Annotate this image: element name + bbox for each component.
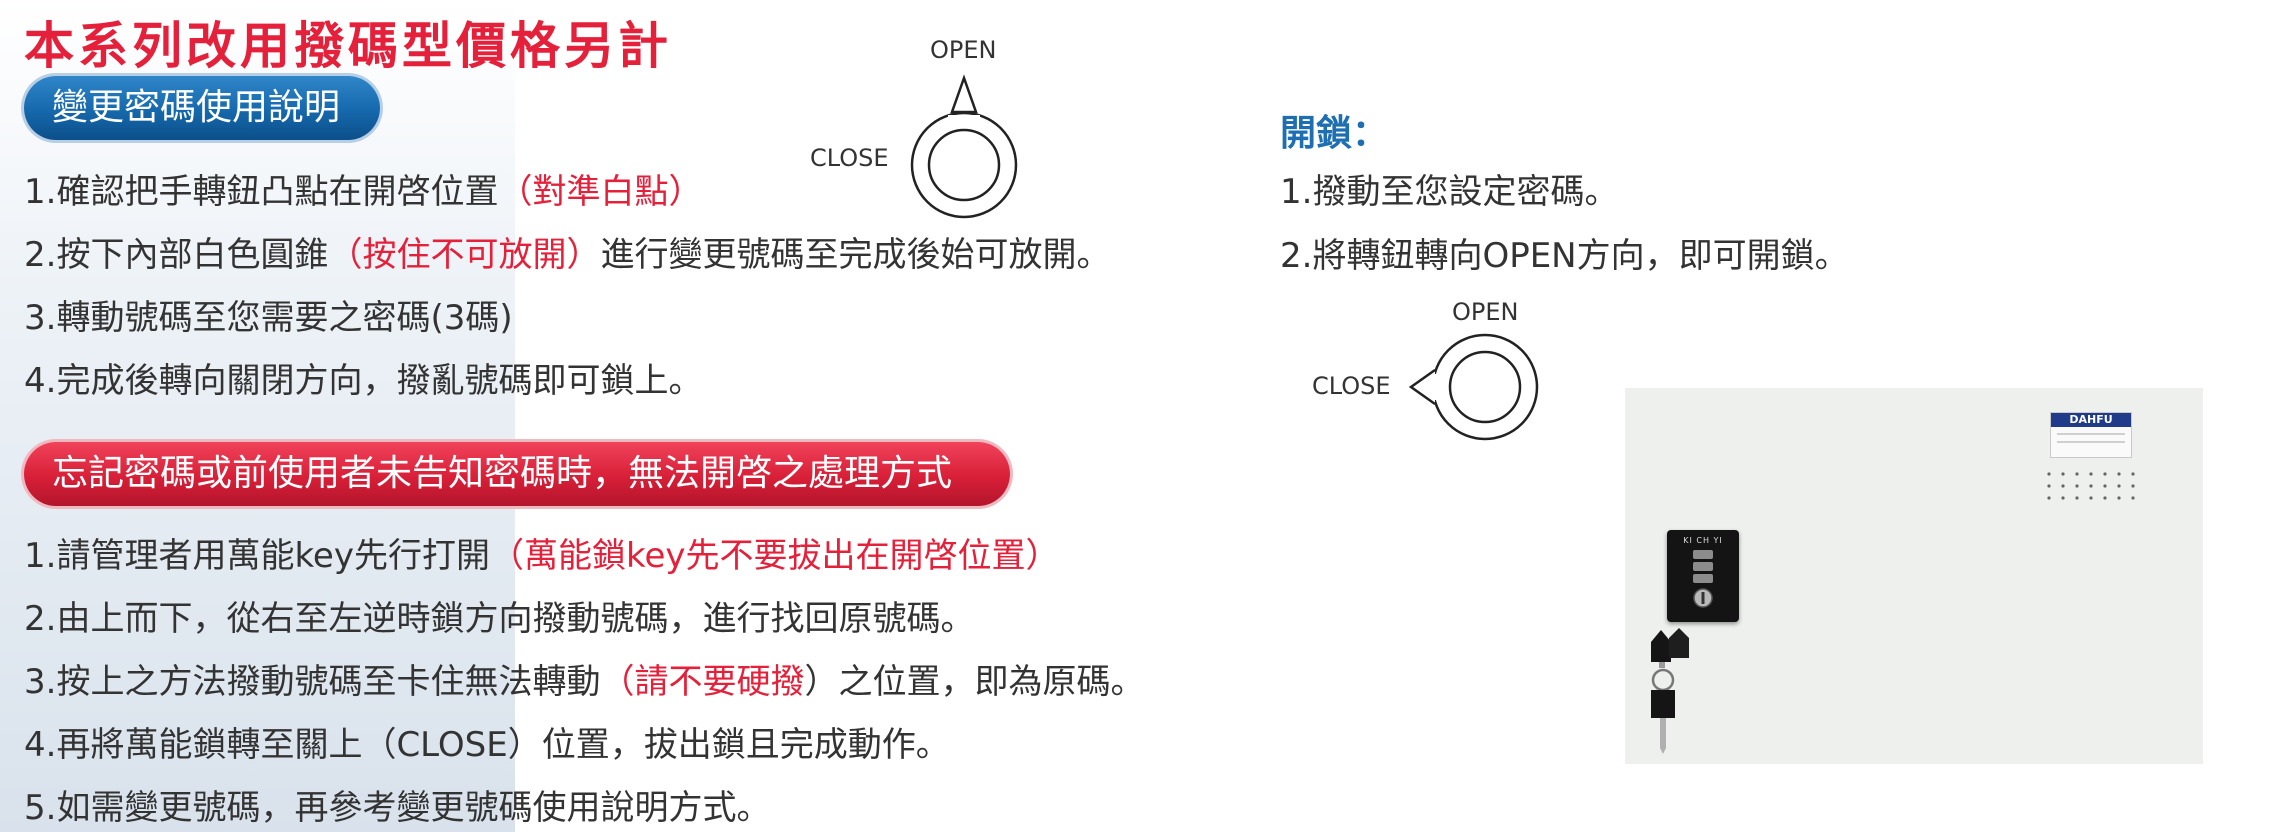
change-password-step-2-part-2: （按住不可放開） bbox=[328, 235, 601, 275]
forgot-password-step-1: 1.請管理者用萬能key先行打開（萬能鎖key先不要拔出在開啓位置） bbox=[24, 528, 1059, 577]
unlock-step-2: 2.將轉鈕轉向OPEN方向，即可開鎖。 bbox=[1280, 236, 1849, 276]
lock-brand-text: KI CH YI bbox=[1683, 536, 1723, 545]
change-password-step-1-part-1: 1.確認把手轉鈕凸點在開啓位置 bbox=[24, 172, 499, 212]
forgot-password-step-4: 4.再將萬能鎖轉至關上（CLOSE）位置，拔出鎖且完成動作。 bbox=[24, 717, 950, 766]
change-password-step-4: 4.完成後轉向關閉方向，撥亂號碼即可鎖上。 bbox=[24, 353, 702, 402]
change-password-step-2-part-1: 2.按下內部白色圓錐 bbox=[24, 235, 329, 275]
knob-top-inner-ring bbox=[927, 128, 1001, 202]
locker-photo: DAHFU KI CH YI bbox=[1625, 388, 2203, 764]
unlock-heading: 開鎖： bbox=[1280, 113, 1389, 154]
forgot-password-step-5-part-1: 5.如需變更號碼，再參考變更號碼使用說明方式。 bbox=[24, 788, 771, 828]
keys-icon bbox=[1651, 628, 1689, 754]
forgot-password-step-1-part-2: （萬能鎖key先不要拔出在開啓位置） bbox=[489, 536, 1060, 576]
forgot-password-step-2: 2.由上而下，從右至左逆時鎖方向撥動號碼，進行找回原號碼。 bbox=[24, 591, 974, 640]
knob-top-pointer bbox=[950, 74, 978, 114]
change-password-heading: 變更密碼使用說明 bbox=[24, 76, 380, 140]
forgot-password-step-3-part-3: ）之位置，即為原碼。 bbox=[804, 662, 1145, 702]
change-password-step-2: 2.按下內部白色圓錐（按住不可放開）進行變更號碼至完成後始可放開。 bbox=[24, 227, 1110, 276]
forgot-password-step-3-part-1: 3.按上之方法撥動號碼至卡住無法轉動 bbox=[24, 662, 601, 702]
change-password-step-3-part-1: 3.轉動號碼至您需要之密碼(3碼) bbox=[24, 298, 513, 338]
knob-top-open-label: OPEN bbox=[930, 36, 997, 64]
vent-holes bbox=[2047, 472, 2135, 500]
brand-logo: DAHFU bbox=[2051, 413, 2131, 427]
brand-plate: DAHFU bbox=[2050, 412, 2132, 458]
knob-bottom-open-label: OPEN bbox=[1452, 298, 1519, 326]
forgot-password-step-3-part-2: （請不要硬撥 bbox=[600, 662, 805, 702]
forgot-password-step-3: 3.按上之方法撥動號碼至卡住無法轉動（請不要硬撥）之位置，即為原碼。 bbox=[24, 654, 1144, 703]
forgot-password-heading: 忘記密碼或前使用者未告知密碼時，無法開啓之處理方式 bbox=[24, 442, 1010, 506]
knob-top-close-label: CLOSE bbox=[810, 144, 889, 172]
knob-bottom-inner-ring bbox=[1448, 350, 1522, 424]
knob-top-diagram bbox=[910, 74, 1018, 219]
forgot-password-step-1-part-1: 1.請管理者用萬能key先行打開 bbox=[24, 536, 490, 576]
change-password-step-2-part-3: 進行變更號碼至完成後始可放開。 bbox=[600, 235, 1111, 275]
knob-bottom-diagram bbox=[1408, 333, 1539, 441]
forgot-password-step-5: 5.如需變更號碼，再參考變更號碼使用說明方式。 bbox=[24, 780, 770, 829]
knob-bottom-close-label: CLOSE bbox=[1312, 372, 1391, 400]
change-password-step-3: 3.轉動號碼至您需要之密碼(3碼) bbox=[24, 290, 513, 339]
forgot-password-step-2-part-1: 2.由上而下，從右至左逆時鎖方向撥動號碼，進行找回原號碼。 bbox=[24, 599, 975, 639]
forgot-password-step-4-part-1: 4.再將萬能鎖轉至關上（CLOSE）位置，拔出鎖且完成動作。 bbox=[24, 725, 950, 765]
change-password-step-1: 1.確認把手轉鈕凸點在開啓位置（對準白點） bbox=[24, 164, 702, 213]
combination-lock: KI CH YI bbox=[1667, 530, 1739, 622]
change-password-step-4-part-1: 4.完成後轉向關閉方向，撥亂號碼即可鎖上。 bbox=[24, 361, 703, 401]
knob-bottom-pointer bbox=[1408, 368, 1436, 406]
change-password-step-1-part-2: （對準白點） bbox=[498, 172, 703, 212]
page-title: 本系列改用撥碼型價格另計 bbox=[24, 17, 672, 75]
unlock-step-1: 1.撥動至您設定密碼。 bbox=[1280, 172, 1619, 212]
